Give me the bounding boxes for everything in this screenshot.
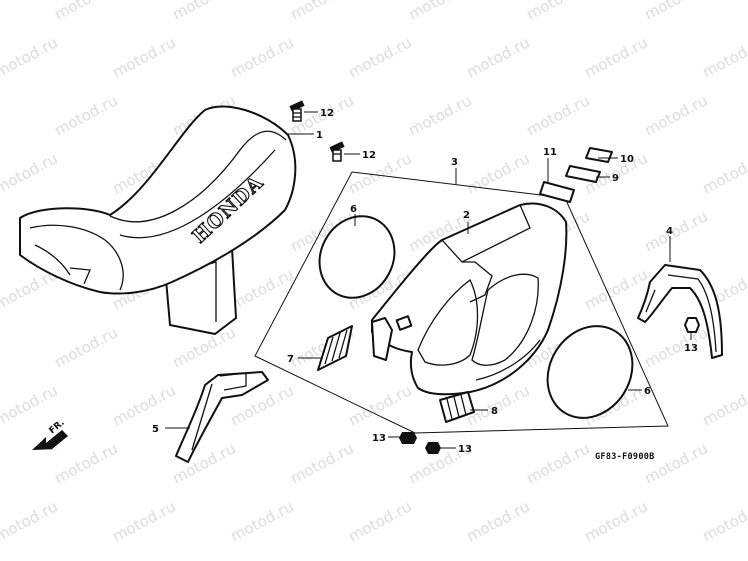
watermark-text: motod.ru [523, 91, 592, 139]
sticker-11 [539, 181, 575, 203]
watermark-text: motod.ru [641, 439, 710, 487]
watermark-text: motod.ru [345, 497, 414, 545]
watermark-text: motod.ru [641, 323, 710, 371]
callout-4: 4 [666, 226, 673, 237]
watermark-text: motod.ru [699, 33, 748, 81]
diagram-code: GF83-F0900B [595, 452, 655, 462]
sticker-10 [585, 147, 613, 163]
emblem-left [318, 215, 396, 299]
emblem-stripe-8 [439, 391, 475, 423]
sticker-9 [565, 165, 601, 183]
callout-9: 9 [612, 173, 619, 184]
callout-11: 11 [543, 147, 557, 158]
watermark-text: motod.ru [699, 497, 748, 545]
watermark-text: motod.ru [51, 323, 120, 371]
emblem-right [546, 325, 634, 419]
callout-5: 5 [152, 424, 159, 435]
watermark-text: motod.ru [0, 439, 3, 487]
bolt-icon [289, 100, 305, 122]
nut-icon [399, 432, 417, 444]
watermark-text: motod.ru [0, 497, 61, 545]
watermark-text: motod.ru [581, 497, 650, 545]
watermark-text: motod.ru [169, 0, 238, 24]
callout-7: 7 [287, 354, 294, 365]
bracket-right [637, 264, 723, 359]
callout-13-bottom: 13 [458, 444, 472, 455]
watermark-text: motod.ru [523, 0, 592, 24]
callout-13-left: 13 [372, 433, 386, 444]
watermark-text: motod.ru [51, 91, 120, 139]
watermark-text: motod.ru [109, 33, 178, 81]
watermark-text: motod.ru [463, 497, 532, 545]
callout-12-middle: 12 [362, 150, 376, 161]
watermark-text: motod.ru [523, 439, 592, 487]
watermark-text: motod.ru [463, 33, 532, 81]
watermark-text: motod.ru [0, 149, 61, 197]
watermark-text: motod.ru [51, 0, 120, 24]
watermark-text: motod.ru [0, 381, 61, 429]
watermark-text: motod.ru [109, 497, 178, 545]
watermark-text: motod.ru [641, 0, 710, 24]
watermark-text: motod.ru [581, 265, 650, 313]
seat: HONDA [19, 105, 297, 335]
callout-1: 1 [316, 130, 323, 141]
watermark-text: motod.ru [581, 33, 650, 81]
front-direction-icon: FR. [32, 418, 68, 450]
callout-2: 2 [463, 210, 470, 221]
watermark-text: motod.ru [0, 323, 3, 371]
watermark-text: motod.ru [405, 0, 474, 24]
bolt-icon [329, 141, 345, 162]
watermark-text: motod.ru [345, 149, 414, 197]
watermark-text: motod.ru [699, 381, 748, 429]
watermark-text: motod.ru [345, 381, 414, 429]
callout-8: 8 [491, 406, 498, 417]
bracket-left [175, 371, 269, 463]
callout-6-right: 6 [644, 386, 651, 397]
watermark-text: motod.ru [51, 439, 120, 487]
watermark-text: motod.ru [0, 91, 3, 139]
watermark-text: motod.ru [227, 33, 296, 81]
nut-icon [684, 317, 700, 333]
watermark-text: motod.ru [641, 91, 710, 139]
callout-13-right: 13 [684, 343, 698, 354]
watermark-text: motod.ru [0, 33, 61, 81]
callout-6-left: 6 [350, 204, 357, 215]
rear-cowl [371, 202, 568, 396]
callout-3: 3 [451, 157, 458, 168]
watermark-text: motod.ru [227, 265, 296, 313]
nut-icon [425, 442, 441, 454]
watermark-text: motod.ru [0, 207, 3, 255]
watermark-text: motod.ru [641, 207, 710, 255]
leader-lines [165, 111, 692, 449]
callout-10: 10 [620, 154, 634, 165]
watermark-text: motod.ru [109, 381, 178, 429]
watermark-text: motod.ru [227, 497, 296, 545]
watermark-text: motod.ru [287, 439, 356, 487]
watermark-text: motod.ru [699, 149, 748, 197]
watermark-text: motod.ru [405, 91, 474, 139]
watermark-text: motod.ru [345, 33, 414, 81]
watermark-text: motod.ru [287, 0, 356, 24]
assembly-outline [254, 171, 669, 434]
emblem-stripe-7 [317, 325, 353, 371]
watermark-text: motod.ru [0, 0, 3, 24]
callout-12-top: 12 [320, 108, 334, 119]
